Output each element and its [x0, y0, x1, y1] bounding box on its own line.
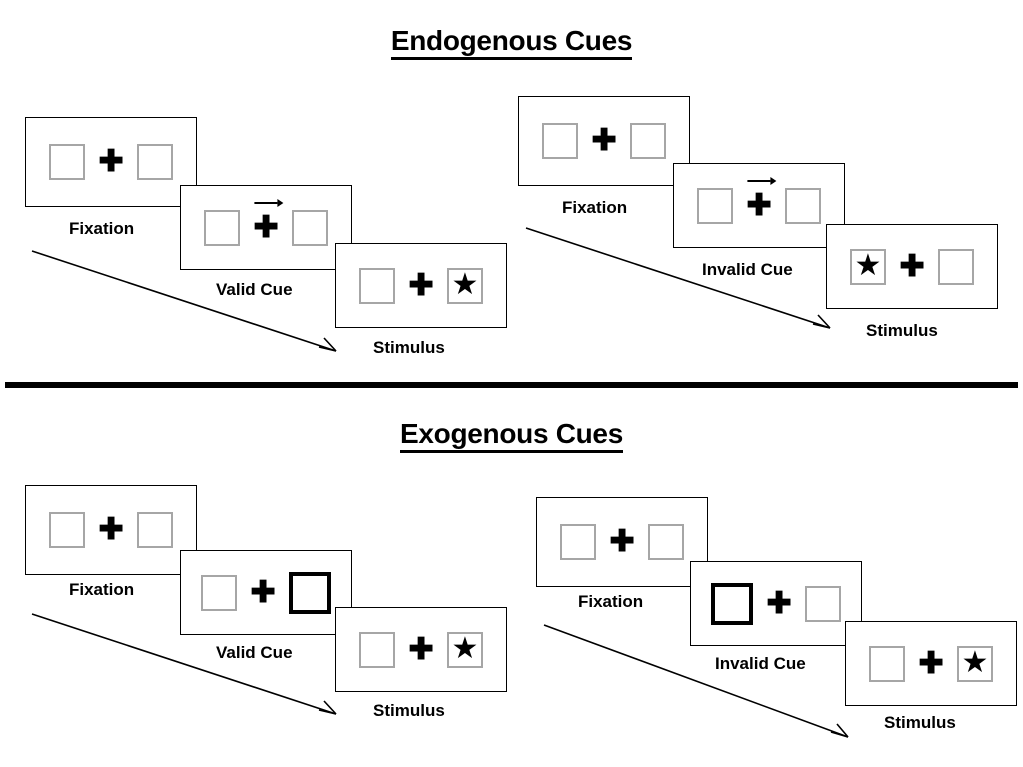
section-title-exogenous: Exogenous Cues [0, 418, 1023, 453]
frame-content: ✚ ★ [869, 645, 993, 682]
fixation-area: ✚ [250, 575, 276, 609]
left-box: ★ [850, 248, 886, 285]
fixation-cross-icon: ✚ [408, 632, 434, 666]
right-box [785, 187, 821, 224]
right-box [938, 248, 974, 285]
fixation-area: ✚ [98, 513, 124, 546]
right-box [805, 585, 841, 622]
left-box [359, 631, 395, 668]
flow-arrow-endogenous-invalid [525, 227, 831, 329]
frame-content: ✚ [49, 144, 173, 180]
left-box [359, 267, 395, 304]
fixation-area: ✚ [408, 268, 434, 302]
right-box [137, 512, 173, 548]
star-target-icon: ★ [961, 645, 989, 679]
frame-content: ✚ [49, 512, 173, 548]
left-box [697, 187, 733, 224]
frame-content: ✚ [711, 582, 841, 625]
frame-content: ✚ ★ [359, 267, 483, 304]
frame-content: ✚ [697, 176, 821, 224]
right-box: ★ [957, 645, 993, 682]
section-divider [5, 382, 1018, 388]
arrow-right-icon [253, 196, 284, 214]
fixation-cross-icon: ✚ [253, 210, 279, 244]
caption-exogenous-invalid-stimulus: Stimulus [884, 713, 956, 732]
fixation-area: ✚ [918, 646, 944, 680]
fixation-area: ✚ [746, 176, 777, 222]
frame-content: ✚ [201, 571, 331, 614]
left-box [869, 645, 905, 682]
frame-endogenous-invalid-fixation[interactable]: ✚ [518, 96, 690, 186]
fixation-area: ✚ [899, 249, 925, 283]
right-box [292, 209, 328, 246]
fixation-cross-icon: ✚ [746, 188, 772, 222]
fixation-cross-icon: ✚ [98, 513, 124, 546]
left-box [542, 123, 578, 159]
flow-arrow-exogenous-valid [31, 613, 337, 715]
frame-exogenous-valid-stimulus[interactable]: ✚ ★ [335, 607, 507, 692]
fixation-area: ✚ [253, 198, 284, 244]
fixation-cross-icon: ✚ [899, 249, 925, 283]
frame-content: ✚ [542, 123, 666, 159]
fixation-area: ✚ [591, 124, 617, 157]
caption-endogenous-valid-fixation: Fixation [69, 219, 135, 238]
frame-content: ★ ✚ [850, 248, 974, 285]
frame-content: ✚ [204, 198, 328, 246]
star-target-icon: ★ [451, 267, 479, 301]
left-box-cued [711, 582, 753, 625]
frame-endogenous-valid-fixation[interactable]: ✚ [25, 117, 197, 207]
fixation-cross-icon: ✚ [250, 575, 276, 609]
left-box [204, 209, 240, 246]
caption-endogenous-invalid-stimulus: Stimulus [866, 321, 938, 340]
right-box [648, 524, 684, 560]
star-target-icon: ★ [451, 631, 479, 665]
right-box [137, 144, 173, 180]
right-box [630, 123, 666, 159]
caption-endogenous-valid-stimulus: Stimulus [373, 338, 445, 357]
frame-endogenous-invalid-cue[interactable]: ✚ [673, 163, 845, 248]
caption-exogenous-valid-cue: Valid Cue [216, 643, 293, 662]
fixation-cross-icon: ✚ [591, 124, 617, 157]
caption-endogenous-invalid-fixation: Fixation [562, 198, 628, 217]
caption-endogenous-valid-cue: Valid Cue [216, 280, 293, 299]
frame-exogenous-valid-fixation[interactable]: ✚ [25, 485, 197, 575]
caption-exogenous-valid-fixation: Fixation [69, 580, 135, 599]
frame-exogenous-invalid-fixation[interactable]: ✚ [536, 497, 708, 587]
star-target-icon: ★ [854, 248, 882, 282]
frame-endogenous-invalid-stimulus[interactable]: ★ ✚ [826, 224, 998, 309]
frame-exogenous-invalid-stimulus[interactable]: ✚ ★ [845, 621, 1017, 706]
fixation-cross-icon: ✚ [408, 268, 434, 302]
fixation-cross-icon: ✚ [609, 525, 635, 558]
frame-exogenous-valid-cue[interactable]: ✚ [180, 550, 352, 635]
section-title-endogenous: Endogenous Cues [0, 25, 1023, 60]
right-box-cued [289, 571, 331, 614]
left-box [49, 512, 85, 548]
frame-content: ✚ [560, 524, 684, 560]
right-box: ★ [447, 631, 483, 668]
section-title-exogenous-text: Exogenous Cues [400, 418, 623, 453]
flow-arrow-exogenous-invalid [543, 624, 849, 738]
left-box [49, 144, 85, 180]
fixation-cross-icon: ✚ [98, 145, 124, 178]
frame-endogenous-valid-stimulus[interactable]: ✚ ★ [335, 243, 507, 328]
arrow-right-icon [746, 174, 777, 192]
caption-exogenous-invalid-cue: Invalid Cue [715, 654, 806, 673]
fixation-area: ✚ [766, 586, 792, 620]
caption-exogenous-valid-stimulus: Stimulus [373, 701, 445, 720]
left-box [201, 574, 237, 611]
flow-arrow-endogenous-valid [31, 250, 337, 352]
right-box: ★ [447, 267, 483, 304]
frame-exogenous-invalid-cue[interactable]: ✚ [690, 561, 862, 646]
caption-exogenous-invalid-fixation: Fixation [578, 592, 644, 611]
left-box [560, 524, 596, 560]
fixation-area: ✚ [609, 525, 635, 558]
caption-endogenous-invalid-cue: Invalid Cue [702, 260, 793, 279]
frame-content: ✚ ★ [359, 631, 483, 668]
fixation-cross-icon: ✚ [918, 646, 944, 680]
frame-endogenous-valid-cue[interactable]: ✚ [180, 185, 352, 270]
fixation-cross-icon: ✚ [766, 586, 792, 620]
section-title-endogenous-text: Endogenous Cues [390, 25, 632, 60]
fixation-area: ✚ [408, 632, 434, 666]
fixation-area: ✚ [98, 145, 124, 178]
